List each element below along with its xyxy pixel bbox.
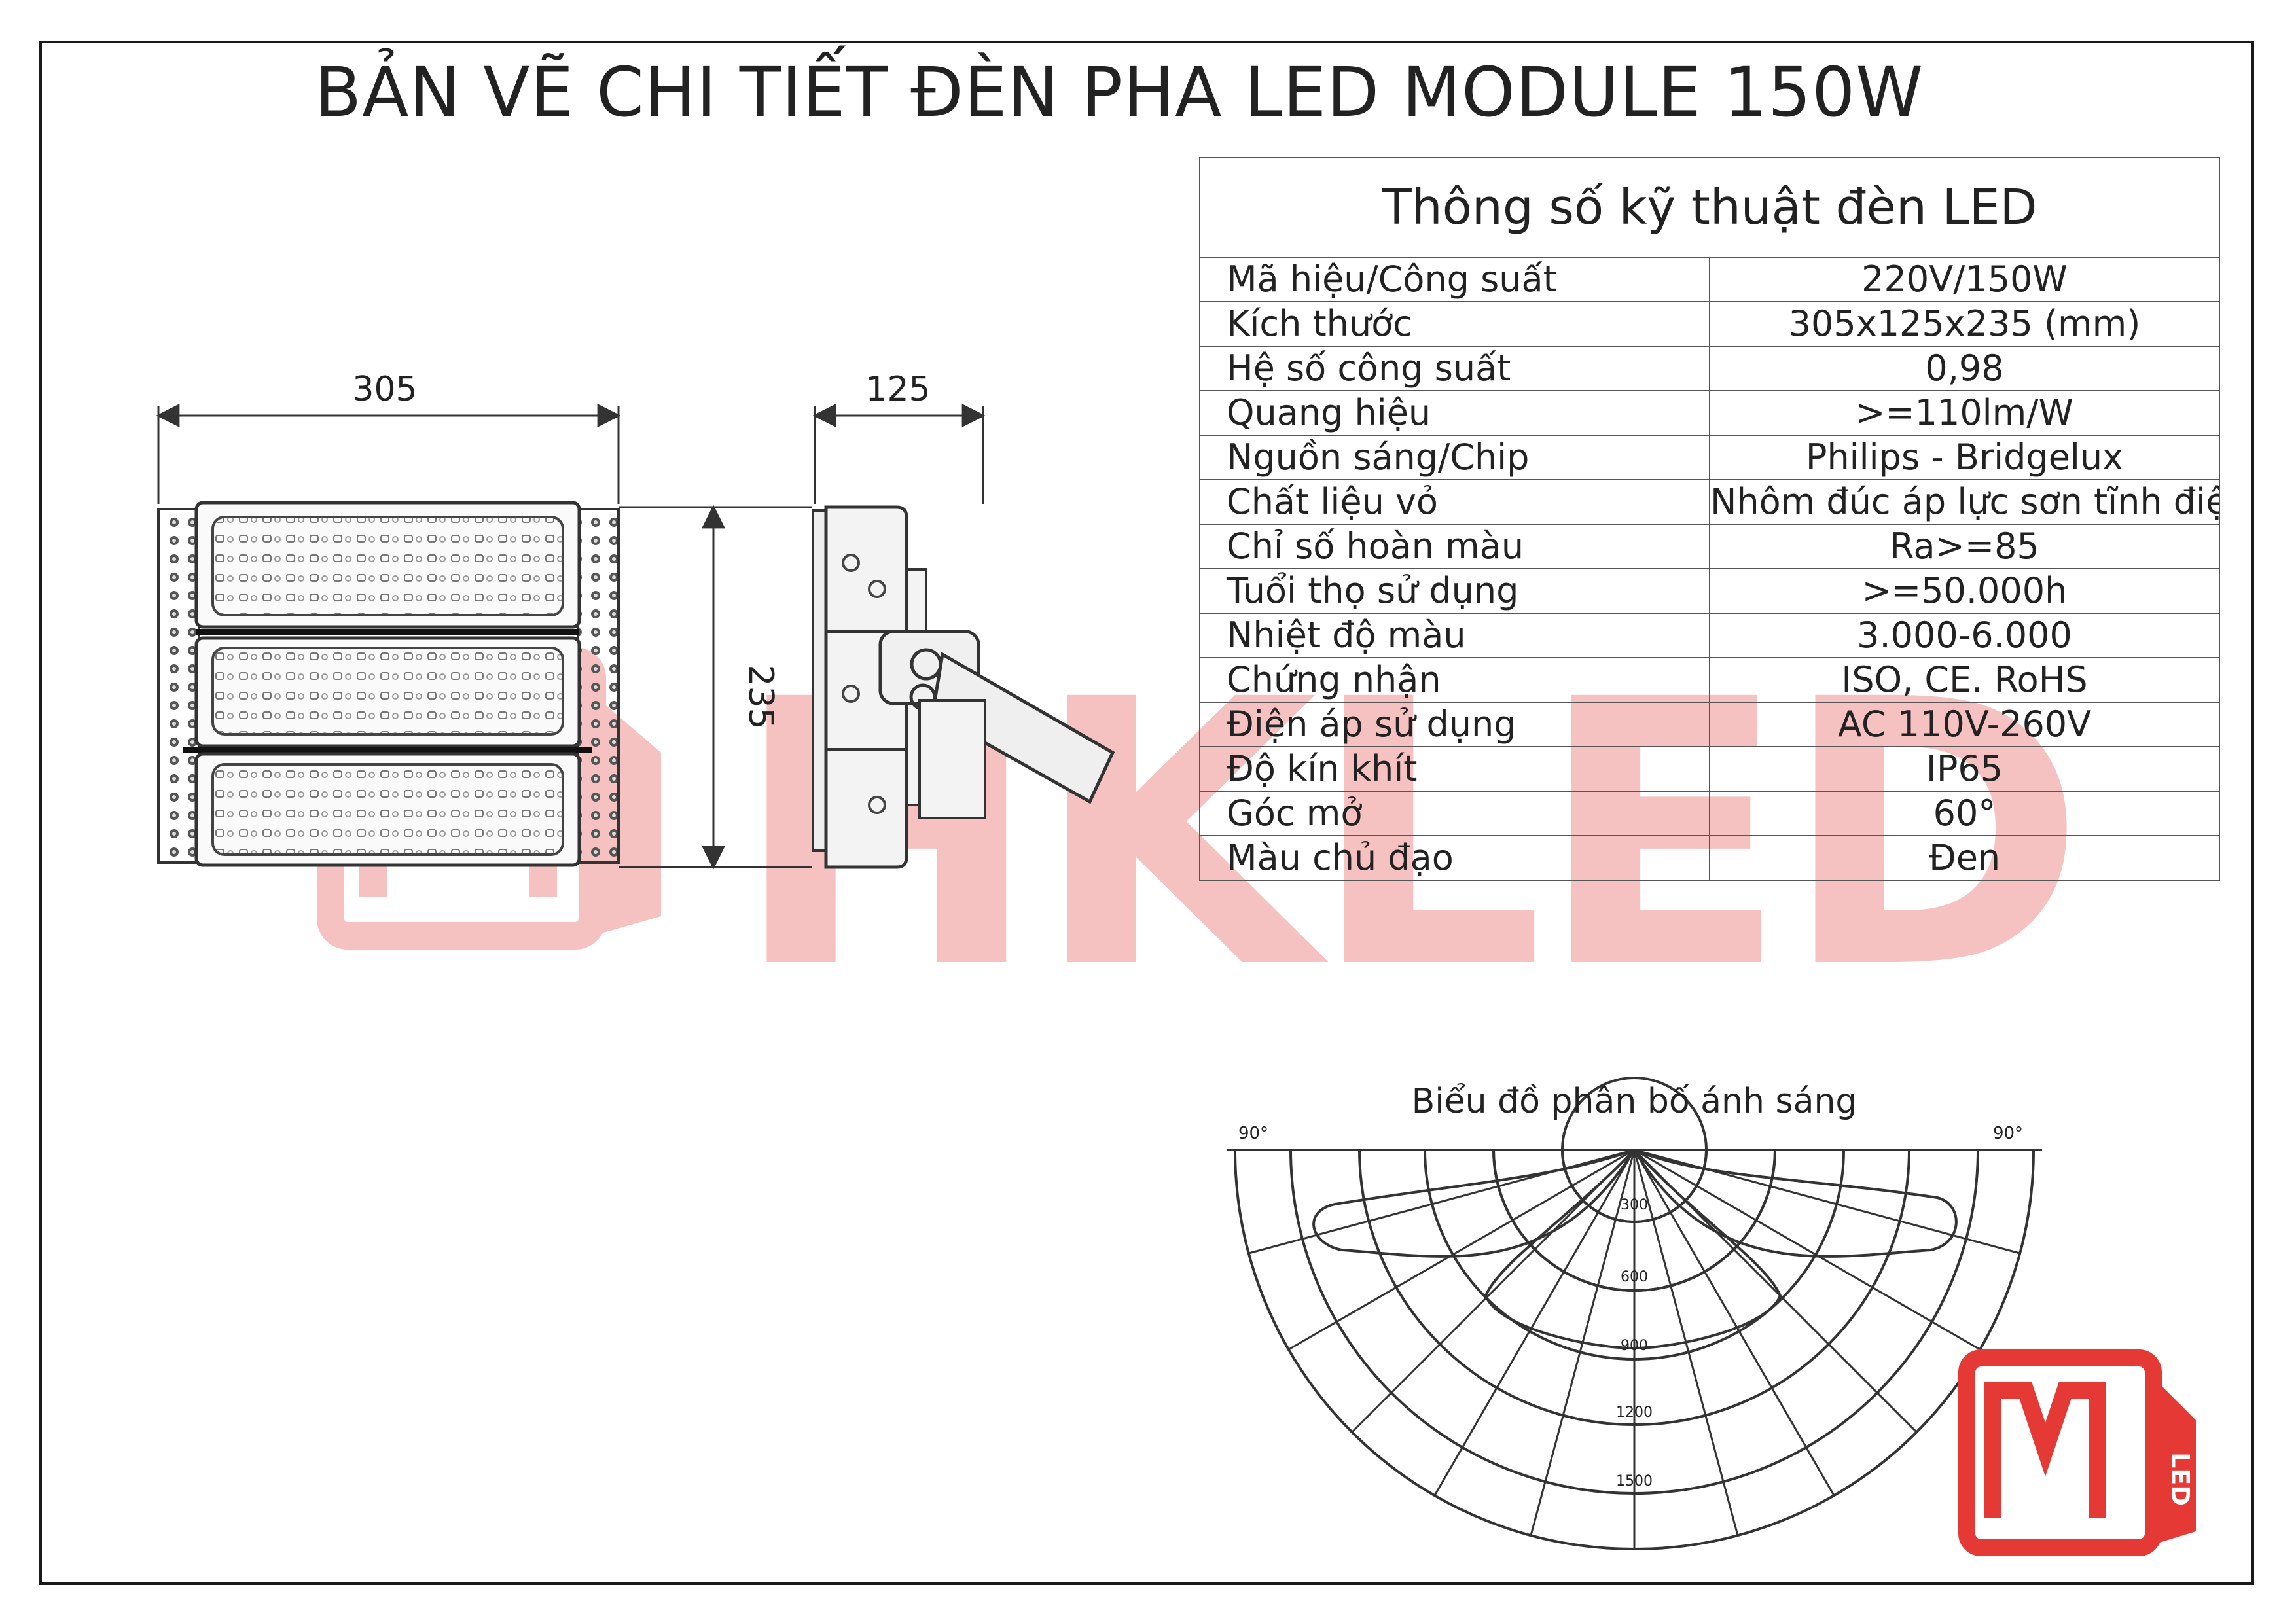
spec-label: Quang hiệu (1199, 390, 1710, 436)
spec-label: Chất liệu vỏ (1199, 479, 1710, 525)
brand-logo-letters: HK (2058, 1505, 2059, 1506)
led-module-2 (194, 636, 581, 748)
depth-dimension-label: 125 (865, 370, 930, 409)
spec-label: Độ kín khít (1199, 746, 1710, 792)
spec-value: >=110lm/W (1709, 390, 2220, 436)
page-title: BẢN VẼ CHI TIẾT ĐÈN PHA LED MODULE 150W (314, 52, 1924, 132)
polar-angle-left: 90° (1238, 1124, 1268, 1143)
polar-ring-label: 600 (1621, 1269, 1648, 1285)
spec-value: IP65 (1709, 746, 2220, 792)
spec-value: 305x125x235 (mm) (1709, 301, 2220, 347)
polar-ring-label: 300 (1621, 1197, 1648, 1213)
polar-title: Biểu đồ phân bố ánh sáng (1412, 1082, 1857, 1121)
spec-value: Đen (1709, 835, 2220, 881)
brand-logo: HK LED (1958, 1349, 2196, 1556)
mount-arm (931, 652, 1115, 804)
led-module-3 (194, 752, 581, 867)
left-bracket (157, 508, 200, 864)
side-view: 125 (812, 370, 1115, 869)
spec-value: AC 110V-260V (1709, 702, 2220, 747)
polar-ring-label: 900 (1621, 1338, 1648, 1354)
height-dimension-label: 235 (741, 664, 780, 729)
sheet-frame (39, 41, 2254, 1585)
spec-label: Tuổi thọ sử dụng (1199, 568, 1710, 614)
spec-label: Kích thước (1199, 301, 1710, 347)
front-view: 305 235 (156, 370, 812, 870)
spec-label: Điện áp sử dụng (1199, 702, 1710, 747)
spec-table-heading: Thông số kỹ thuật đèn LED (1199, 157, 2220, 258)
spec-value: Ra>=85 (1709, 524, 2220, 569)
polar-ring-label: 1500 (1616, 1473, 1653, 1489)
spec-value: >=50.000h (1709, 568, 2220, 614)
polar-curve-center (1484, 1150, 1782, 1350)
spec-label: Chứng nhận (1199, 657, 1710, 703)
polar-curve-left (1312, 1150, 1636, 1258)
width-dimension-label: 305 (352, 370, 417, 409)
spec-value: ISO, CE. RoHS (1709, 657, 2220, 703)
spec-label: Chỉ số hoàn màu (1199, 524, 1710, 569)
polar-ring-label: 1200 (1616, 1404, 1653, 1421)
spec-value: 220V/150W (1709, 257, 2220, 302)
polar-angle-right: 90° (1993, 1124, 2023, 1143)
brand-logo-tag: LED (2166, 1452, 2195, 1506)
spec-table: Thông số kỹ thuật đèn LED Mã hiệu/Công s… (1199, 157, 2220, 881)
led-module-1 (194, 501, 581, 629)
spec-value: Philips - Bridgelux (1709, 435, 2220, 480)
spec-value: Nhôm đúc áp lực sơn tĩnh điện (1709, 479, 2220, 525)
spec-table-header: Thông số kỹ thuật đèn LED (1199, 157, 2220, 258)
right-bracket (577, 508, 620, 864)
spec-label: Nguồn sáng/Chip (1199, 435, 1710, 480)
spec-value: 3.000-6.000 (1709, 613, 2220, 658)
spec-label: Góc mở (1199, 791, 1710, 836)
housing-side (824, 505, 908, 869)
spec-value: 60° (1709, 791, 2220, 836)
polar-diagram: Biểu đồ phân bố ánh sáng 90° 90° 300 600… (1227, 1077, 2042, 1550)
spec-label: Nhiệt độ màu (1199, 613, 1710, 658)
table-row: Tuổi thọ sử dụng>=50.000h (1199, 568, 2220, 614)
spec-label: Hệ số công suất (1199, 346, 1710, 391)
spec-label: Mã hiệu/Công suất (1199, 257, 1710, 302)
spec-value: 0,98 (1709, 346, 2220, 391)
spec-label: Màu chủ đạo (1199, 835, 1710, 881)
polar-curve-right (1632, 1150, 1958, 1258)
table-row: Quang hiệu>=110lm/W (1199, 390, 2220, 436)
